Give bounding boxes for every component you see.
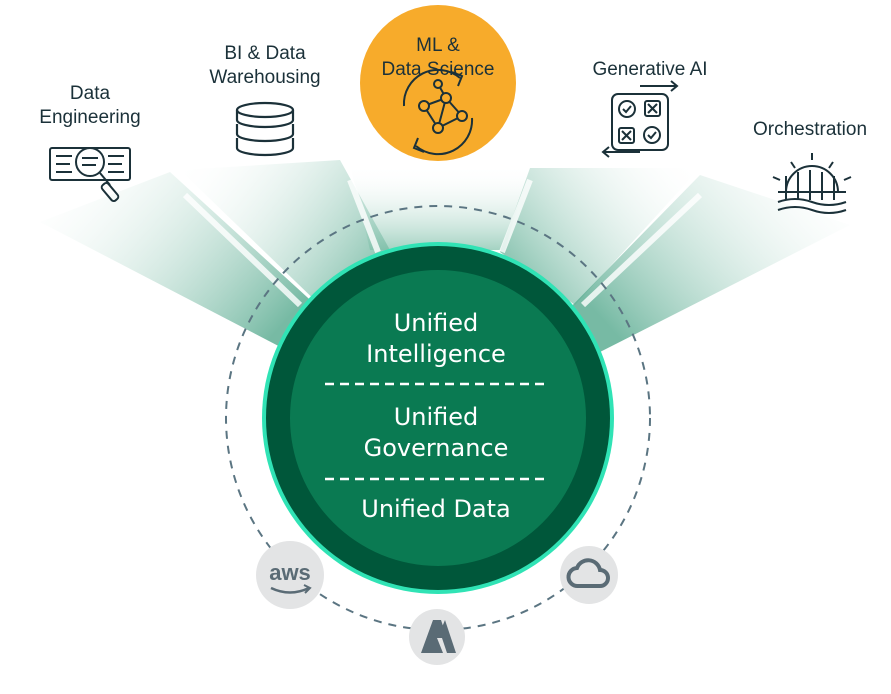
neural-network-icon — [402, 68, 474, 156]
aws-logo-badge: aws — [256, 541, 324, 609]
gear-bridge-icon — [772, 153, 852, 214]
category-label-bi-warehousing: BI & Data Warehousing — [209, 43, 321, 88]
core-platform-disc — [262, 242, 614, 594]
layer-unified-governance: Unified Governance — [363, 403, 509, 462]
azure-logo-icon — [421, 620, 456, 653]
aws-logo-icon: aws — [269, 560, 311, 585]
beam-bi-warehousing — [180, 160, 390, 310]
layer-unified-intelligence: Unified Intelligence — [366, 309, 506, 368]
category-label-ml-data-science: ML & Data Science — [381, 35, 495, 80]
google-cloud-logo-icon — [566, 558, 610, 588]
database-stack-icon — [235, 101, 295, 157]
category-label-generative-ai: Generative AI — [592, 59, 708, 80]
checklist-grid-icon — [601, 80, 679, 158]
data-engineering-magnifier-icon — [49, 147, 131, 203]
category-label-data-engineering: Data Engineering — [39, 83, 141, 128]
layer-unified-data: Unified Data — [361, 495, 511, 523]
gcp-logo-badge — [560, 546, 618, 604]
beam-generative-ai — [500, 168, 700, 305]
category-label-orchestration: Orchestration — [752, 119, 868, 140]
beam-orchestration — [560, 175, 850, 352]
beam-ml — [350, 165, 530, 250]
azure-logo-badge — [409, 609, 465, 665]
